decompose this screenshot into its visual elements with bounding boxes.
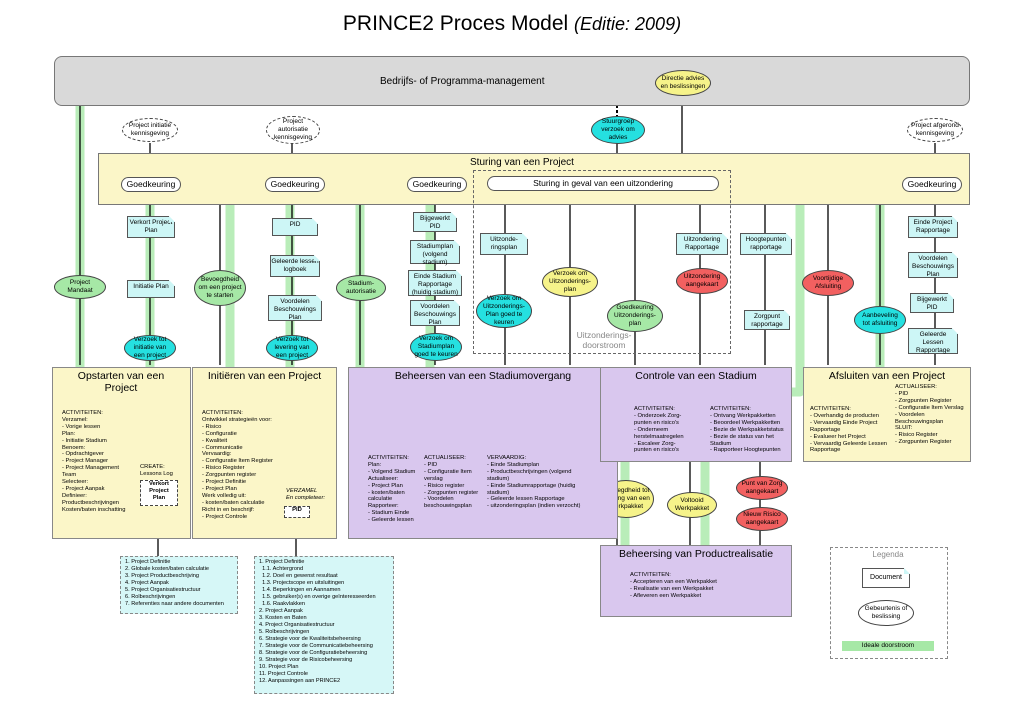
goedkeuring-pill-2: Goedkeuring [265,177,325,192]
event-verzoek-levering: Verzoek tot levering van een project [266,335,318,361]
sturing-label: Sturing van een Project [470,157,574,168]
doc-stadiumplan: Stadiumplan (volgend stadium) [410,240,460,266]
page-title: PRINCE2 Proces Model (Editie: 2009) [342,12,682,35]
event-bevoegdheid-start: Bevoegdheid om een project te starten [194,270,246,306]
event-nieuw-risico: Nieuw Risico aangekaart [736,507,788,531]
legend-document: Document [862,568,910,588]
event-verzoek-initiatie: Verzoek tot initiatie van een project [124,335,176,361]
notification-autorisatie: Project autorisatie kennisgeving [266,116,320,144]
doc-uitzonderingsplan: Uitzonde-ringsplan [480,233,528,255]
process-controle: Controle van een Stadium [600,367,792,462]
activities-controle-2: ACTIVITEITEN: - Ontvang Werkpakketten - … [710,406,784,454]
reference-list-left: 1. Project Definitie 2. Globale kosten/b… [120,556,238,614]
doc-zorgpunt: Zorgpunt rapportage [744,310,790,330]
bedrijfsmanagement-label: Bedrijfs- of Programma-management [380,76,545,87]
event-uitzondering-aangekaart: Uitzondering aangekaart [676,268,728,294]
activities-opstarten-plan: Verkort Project Plan [140,480,178,506]
process-opstarten: Opstarten van een Project [52,367,191,539]
event-punt-zorg: Punt van Zorg aangekaart [736,476,788,500]
event-verzoek-uitzonderingsplan-2: Verzoek om Uitzonderings-plan [542,267,598,297]
doc-uitzondering-rapport: Uitzondering Rapportage [676,233,728,255]
process-initieren-title: Initiëren van een Project [207,370,322,382]
doc-voordelen-plan: Voordelen Beschouwings Plan [268,295,322,321]
doc-bijgewerkt-pid-2: Bijgewerkt PID [910,293,954,313]
doc-voordelen-plan-3: Voordelen Beschouwings Plan [908,252,958,278]
bedrijfsmanagement-bar [54,56,970,106]
doc-einde-project: Einde Project Rapportage [908,216,958,238]
process-productrealisatie-title: Beheersing van Productrealisatie [618,548,774,560]
process-productrealisatie: Beheersing van Productrealisatie [600,545,792,617]
doc-einde-stadium: Einde Stadium Rapportage (huidig stadium… [408,270,462,296]
activities-initieren-pid: PID [284,506,310,518]
uitzondering-flow-box [473,170,731,354]
event-verzoek-stadiumplan: Verzoek om Stadiumplan goed te keuren [410,333,462,361]
event-project-mandaat: Project Mandaat [54,275,106,299]
event-voltooid: Voltooid Werkpakket [667,492,717,518]
event-stadium-autorisatie: Stadium-autorisatie [336,275,386,301]
doc-voordelen-plan-2: Voordelen Beschouwings Plan [410,300,460,326]
doc-verkort-plan: Verkort Project Plan [127,216,175,238]
activities-afsluiten-1: ACTIVITEITEN: - Overhandig de producten … [810,406,888,454]
event-voortijdige: Voortijdige Afsluiting [802,270,854,296]
doc-hoogtepunten: Hoogtepunten rapportage [740,233,792,255]
doc-bijgewerkt-pid: Bijgewerkt PID [413,212,457,232]
event-verzoek-uitzonderingsplan: Verzoek om Uitzonderings-Plan goed te ke… [476,294,532,328]
uitzondering-pill: Sturing in geval van een uitzondering [487,176,719,191]
uitzonderingsdoorstroom-label: Uitzonderings-doorstroom [576,330,632,350]
event-goedkeuring-uitzonderingsplan: Goedkeuring Uitzonderings-plan [607,300,663,332]
legend-flow: Ideale doorstroom [842,641,934,651]
process-opstarten-title: Opstarten van een Project [77,370,165,394]
process-initieren: Initiëren van een Project [192,367,337,539]
activities-initieren-verzamel: VERZAMEL En completeer: [286,488,325,501]
activities-initieren: ACTIVITEITEN: Ontwikkel strategieën voor… [202,410,273,520]
activities-opstarten: ACTIVITEITEN: Verzamel: - Vorige lessen … [62,410,126,513]
activities-controle-1: ACTIVITEITEN: - Onderzoek Zorg- punten e… [634,406,684,454]
directie-event: Directie advies en beslissingen [655,70,711,96]
process-controle-title: Controle van een Stadium [635,370,757,382]
activities-opstarten-create: CREATE: Lessons Log [140,464,173,477]
doc-initiatie-plan: Initiatie Plan [127,280,175,298]
activities-afsluiten-2: ACTUALISEER: - PID - Zorgpunten Register… [895,384,964,446]
reference-list-right: 1. Project Definitie 1.1. Achtergrond 1.… [254,556,394,694]
notification-afgerond: Project afgerond kennisgeving [907,118,963,142]
legend-event: Gebeurtenis of beslissing [858,600,914,626]
activities-beheersen-1: ACTIVITEITEN: Plan: - Volgend Stadium Ac… [368,455,416,524]
process-afsluiten: Afsluiten van een Project [803,367,971,462]
activities-productrealisatie: ACTIVITEITEN: - Accepteren van een Werkp… [630,572,717,599]
notification-stuurgroep: Stuurgroep verzoek om advies [591,116,645,144]
legend [830,547,948,659]
goedkeuring-pill-3: Goedkeuring [407,177,467,192]
notification-initiatie: Project initiatie kennisgeving [122,118,178,142]
activities-beheersen-3: VERVAARDIG: - Einde Stadiumplan - Produc… [487,455,581,510]
doc-geleerde-logboek: Geleerde lessen logboek [270,255,320,277]
goedkeuring-pill-1: Goedkeuring [121,177,181,192]
legend-title: Legenda [872,550,904,559]
process-beheersen-title: Beheersen van een Stadiumovergang [394,370,572,382]
process-afsluiten-title: Afsluiten van een Project [828,370,946,382]
goedkeuring-pill-4: Goedkeuring [902,177,962,192]
doc-pid: PID [272,218,318,236]
activities-beheersen-2: ACTUALISEER: - PID - Configuratie Item v… [424,455,479,510]
doc-geleerde-rapportage: Geleerde Lessen Rapportage [908,328,958,354]
event-aanbeveling: Aanbeveling tot afsluiting [854,306,906,334]
